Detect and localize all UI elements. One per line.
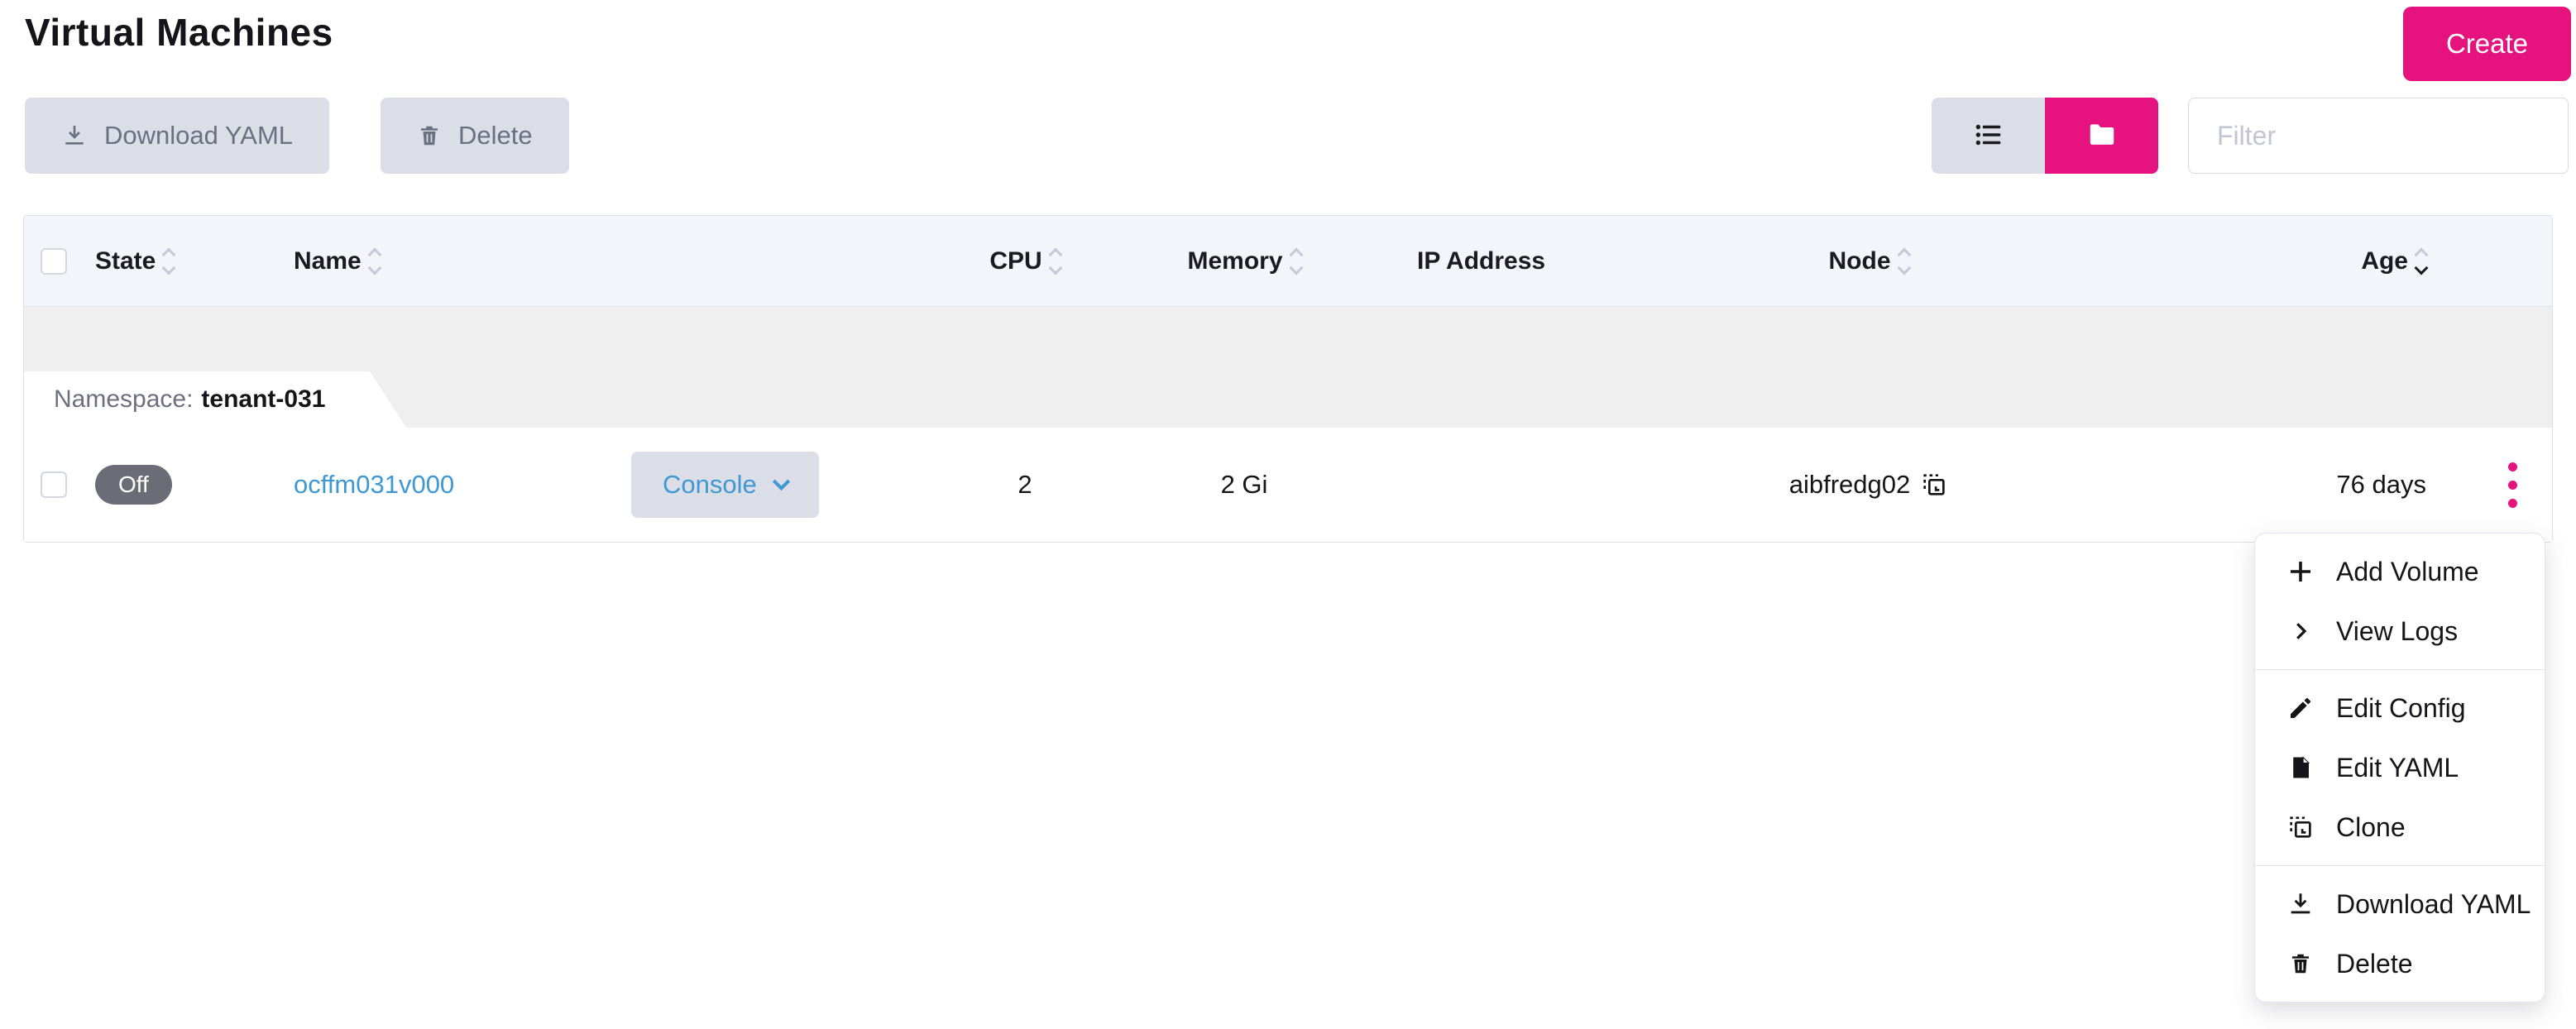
menu-item-label: Download YAML	[2336, 888, 2531, 919]
menu-item-label: Edit YAML	[2336, 752, 2459, 783]
menu-item-label: Edit Config	[2336, 692, 2466, 723]
menu-section: Add Volume View Logs	[2255, 534, 2545, 669]
menu-item-label: Clone	[2336, 811, 2406, 842]
row-select-cell	[24, 471, 82, 498]
trash-icon	[417, 123, 442, 148]
column-label: CPU	[989, 246, 1042, 275]
column-header-name[interactable]: Name	[280, 247, 611, 275]
menu-item-clone[interactable]: Clone	[2255, 797, 2545, 857]
state-cell: Off	[82, 465, 280, 505]
status-badge: Off	[95, 465, 172, 505]
column-label: IP Address	[1417, 246, 1546, 275]
menu-item-label: Add Volume	[2336, 556, 2479, 586]
menu-item-download-yaml[interactable]: Download YAML	[2255, 874, 2545, 934]
view-mode-toggle	[1932, 98, 2158, 174]
menu-section: Download YAML Delete	[2255, 866, 2545, 1002]
namespace-label: Namespace:	[54, 385, 194, 413]
menu-item-view-logs[interactable]: View Logs	[2255, 601, 2545, 661]
menu-divider	[2255, 669, 2545, 670]
column-header-state[interactable]: State	[82, 247, 280, 275]
list-view-button[interactable]	[1932, 98, 2045, 174]
download-icon	[2285, 890, 2316, 918]
select-all-checkbox[interactable]	[41, 247, 67, 275]
copy-icon[interactable]	[1920, 471, 1948, 499]
menu-item-delete[interactable]: Delete	[2255, 934, 2545, 993]
column-label: Name	[294, 246, 362, 275]
namespace-group-band: Namespace: tenant-031	[24, 307, 2552, 428]
column-label: Memory	[1187, 246, 1283, 275]
cpu-cell: 2	[1017, 470, 1032, 499]
sort-icon	[1048, 247, 1063, 275]
console-cell: Console	[611, 452, 942, 518]
menu-item-edit-yaml[interactable]: Edit YAML	[2255, 738, 2545, 797]
clone-icon	[2285, 813, 2316, 841]
kebab-menu-button[interactable]	[2502, 456, 2524, 514]
sort-icon	[367, 247, 382, 275]
column-label: Node	[1828, 246, 1891, 275]
page-title: Virtual Machines	[25, 11, 333, 54]
console-label: Console	[663, 470, 757, 499]
column-header-cpu[interactable]: CPU	[942, 247, 1108, 275]
node-name: aibfredg02	[1788, 470, 1911, 499]
sort-icon	[1897, 247, 1911, 275]
list-icon	[1973, 119, 2004, 153]
row-actions-menu: Add Volume View Logs Edit Config	[2254, 533, 2545, 1003]
column-label: State	[95, 246, 156, 275]
chevron-down-icon	[772, 472, 790, 491]
select-all-cell	[24, 247, 82, 275]
folder-view-button[interactable]	[2045, 98, 2158, 174]
node-cell: aibfredg02	[1654, 470, 2084, 500]
age-cell: 76 days	[2336, 470, 2426, 499]
menu-section: Edit Config Edit YAML Cl	[2255, 670, 2545, 865]
sort-icon	[161, 247, 176, 275]
column-header-node[interactable]: Node	[1654, 247, 2084, 275]
download-icon	[61, 122, 88, 149]
folder-icon	[2086, 119, 2118, 153]
namespace-tab: Namespace: tenant-031	[24, 371, 406, 428]
name-cell: ocffm031v000	[280, 470, 611, 500]
menu-item-add-volume[interactable]: Add Volume	[2255, 542, 2545, 601]
memory-cell: 2 Gi	[1220, 470, 1268, 499]
console-dropdown-button[interactable]: Console	[631, 452, 819, 518]
file-icon	[2285, 754, 2316, 781]
download-yaml-label: Download YAML	[104, 121, 294, 150]
column-header-memory[interactable]: Memory	[1108, 247, 1381, 275]
sort-icon-desc-active	[2414, 247, 2429, 275]
namespace-value: tenant-031	[201, 385, 326, 413]
download-yaml-button[interactable]: Download YAML	[25, 98, 330, 174]
sort-icon	[1289, 247, 1304, 275]
trash-icon	[2285, 951, 2316, 976]
actions-cell	[2473, 456, 2552, 514]
menu-item-label: Delete	[2336, 948, 2413, 979]
row-checkbox[interactable]	[41, 471, 67, 498]
menu-item-edit-config[interactable]: Edit Config	[2255, 678, 2545, 738]
plus-icon	[2285, 557, 2316, 586]
vm-name-link[interactable]: ocffm031v000	[294, 470, 455, 499]
create-button[interactable]: Create	[2402, 7, 2571, 81]
menu-divider	[2255, 865, 2545, 866]
menu-item-label: View Logs	[2336, 615, 2459, 646]
table-row: Off ocffm031v000 Console 2 2 Gi aibfredg…	[24, 428, 2552, 542]
delete-label: Delete	[458, 121, 533, 150]
delete-button[interactable]: Delete	[381, 98, 569, 174]
column-label: Age	[2361, 246, 2408, 275]
toolbar: Download YAML Delete	[0, 98, 2576, 174]
table-header-row: State Name CPU Memory IP Address Node	[24, 216, 2552, 307]
column-header-age[interactable]: Age	[2084, 247, 2473, 275]
vm-table: State Name CPU Memory IP Address Node	[23, 215, 2553, 543]
filter-input[interactable]	[2188, 98, 2569, 174]
chevron-right-icon	[2285, 619, 2316, 644]
pencil-icon	[2285, 695, 2316, 721]
column-header-ip-address: IP Address	[1381, 247, 1654, 275]
